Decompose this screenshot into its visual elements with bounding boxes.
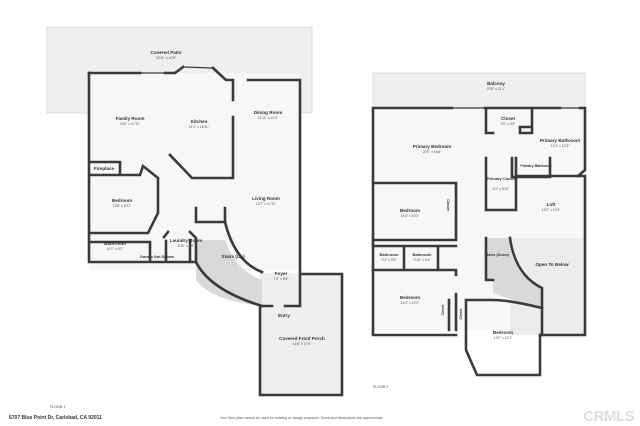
room-dimension: 13'2" x 11'1" [494,336,513,340]
room-label: Covered Patio [151,50,182,55]
room-label: Bathroom [413,252,432,257]
room-label: Garage Not Shown [140,255,175,259]
room-dimension: 20'0" x 16'6" [423,150,442,154]
room-dimension: 30'11" x 10'5" [156,56,177,60]
room-label: Bedroom [400,295,420,300]
floor-label: FLOOR 2 [373,385,388,389]
room-label: Primary Bedroom [413,144,452,149]
room-dimension: 14'4" x 10'2" [401,301,420,305]
floor2-labels: Balcony 20'5" x 11'1" Closet 9'0" x 4'5"… [373,81,580,389]
room-dimension: 11'11" x 12'4" [258,116,279,120]
room-dimension: 12'8" x 10'1" [113,204,132,208]
room-dimension: 12'2" x 10'0" [542,208,561,212]
room-label: Stairs (Up) [221,254,245,259]
room-dimension: 14'0" x 17'11" [120,122,141,126]
room-label: Stairs (Down) [485,253,510,257]
room-label: Primary Bathroom [520,164,551,168]
room-dimension: 14'4" x 10'0" [401,214,420,218]
room-label: Closet [501,116,516,121]
balcony [372,72,586,109]
room-dimension: 10'1" x 5'2" [107,247,125,251]
room-dimension: 7'2" x 8'8" [274,277,290,281]
room-dimension: 6'10" x 9'9" [178,244,196,248]
room-label: Closet [441,304,445,316]
room-label: Primary Closet [487,176,516,181]
room-label: Balcony [487,81,505,86]
fireplace [88,161,121,176]
room-label: Living Room [252,196,280,201]
room-label: Covered Front Porch [279,336,325,341]
crmls-watermark: CRMLS [583,408,634,425]
room-label: Primary Bathroom [540,138,580,143]
room-dimension: 5'10" x 5'4" [414,258,432,262]
room-dimension: 20'5" x 11'1" [487,87,506,91]
room-label: Closet [459,308,463,320]
floor-1 [46,26,344,397]
room-label: Bathroom [104,241,126,246]
room-label: Bathroom [380,252,399,257]
room-label: Open To Below [535,262,569,267]
room-label: Fireplace [94,166,115,171]
room-label: Closet [446,199,450,211]
room-dimension: 11'1" x 18'11" [189,125,210,129]
stairs-up [196,240,262,306]
room-label: Bedroom [112,198,132,203]
room-dimension: 13'7" x 17'11" [256,202,277,206]
floor1-labels: Covered Patio 30'11" x 10'5" Family Room… [50,50,325,409]
room-label: Bedroom [400,208,420,213]
room-dimension: 14'8" x 17'6" [293,342,312,346]
room-label: Family Room [116,116,145,121]
room-label: Kitchen [191,119,208,124]
floor-2 [371,72,587,377]
room-label: Foyer [275,271,288,276]
room-dimension: 12'1" x 12'3" [551,144,570,148]
property-address: 6707 Blue Point Dr, Carlsbad, CA 92011 [9,415,102,421]
room-dimension: 5'2" x 5'8" [382,258,398,262]
disclaimer: Your floor plan cannot be used for build… [220,416,384,420]
room-label: Loft [547,202,556,207]
room-label: Dining Room [254,110,283,115]
room-dimension: 6'1" x 8'10" [493,187,511,191]
room-dimension: 9'0" x 4'5" [501,122,517,126]
room-label: Entry [278,313,290,318]
stairs-down [486,238,542,308]
room-label: Laundry Room [170,238,202,243]
floor-label: FLOOR 1 [50,405,65,409]
room-label: Bedroom [493,330,513,335]
